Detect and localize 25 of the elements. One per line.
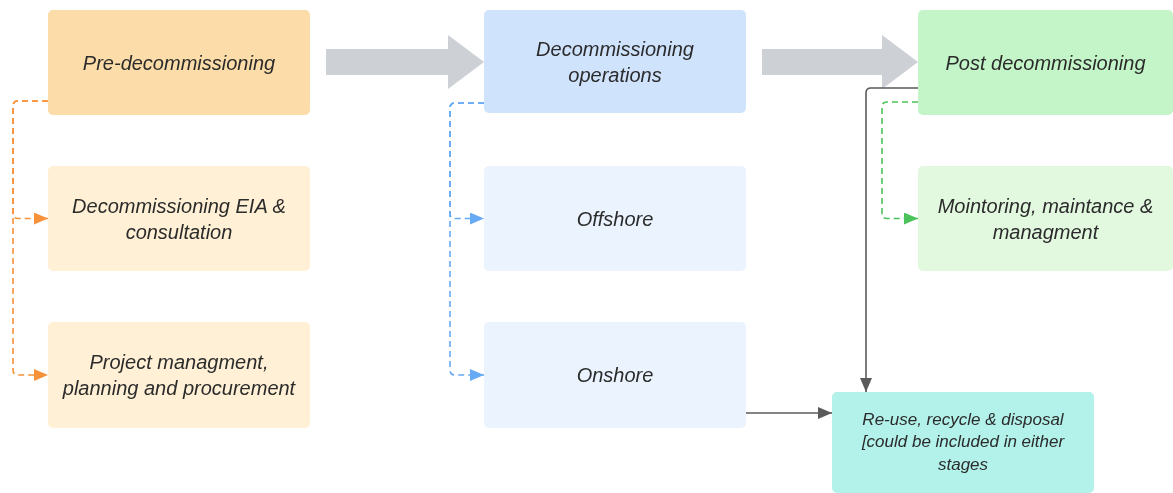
arrow (881, 101, 919, 225)
process-box (484, 322, 746, 428)
box-label: Decommissioning EIA & consultation (71, 193, 287, 245)
box-label: Mointoring, maintance & managment (936, 193, 1155, 245)
process-box (832, 392, 1094, 493)
box-label: Re-use, recycle & disposal [could be included in either stages (860, 409, 1066, 476)
box-label: Project managment, planning and procurement (61, 350, 297, 401)
box-label: Pre-decommissioning (82, 50, 276, 76)
block-arrow (762, 35, 918, 89)
process-box (484, 166, 746, 271)
process-box (918, 166, 1173, 271)
process-box (48, 10, 310, 115)
process-box (48, 322, 310, 428)
block-arrow (326, 35, 484, 89)
process-box (484, 10, 746, 113)
arrow (745, 407, 833, 419)
arrow (12, 100, 49, 381)
box-label: Offshore (576, 206, 654, 232)
arrow (449, 102, 485, 381)
process-box (48, 166, 310, 271)
arrow (860, 87, 919, 393)
process-box (918, 10, 1173, 115)
box-label: Decommissioning operations (535, 36, 695, 88)
box-label: Onshore (576, 363, 654, 388)
box-label: Post decommissioning (945, 50, 1146, 76)
